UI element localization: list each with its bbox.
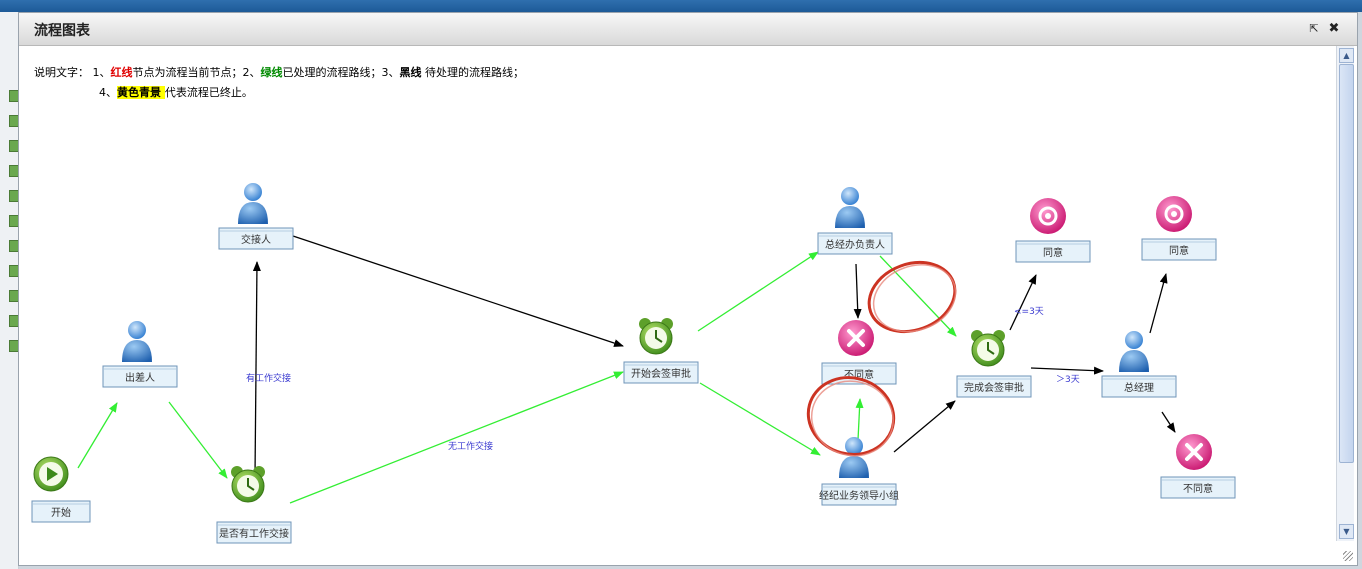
- dialog-titlebar[interactable]: 流程图表 ⇱ ✖: [19, 13, 1357, 46]
- node-box: [216, 521, 292, 544]
- popout-icon[interactable]: ⇱: [1309, 22, 1319, 35]
- approve-icon: [1156, 196, 1192, 232]
- edge-kaishi_huiqian-to-jingji: [699, 382, 821, 456]
- node-label: 不同意: [1183, 482, 1213, 495]
- close-icon[interactable]: ✖: [1328, 21, 1340, 36]
- alarm-clock-icon: [639, 318, 673, 355]
- edge-jiaojieren-to-kaishi_huiqian: [292, 235, 624, 347]
- edge-zongjingli-to-butongyi2: [1161, 411, 1176, 433]
- scroll-down-icon[interactable]: ▼: [1339, 524, 1354, 539]
- node-kaishi_huiqian[interactable]: 开始会签审批: [623, 318, 699, 384]
- current-node-mark: [806, 376, 896, 457]
- legend-item3-text: 待处理的流程路线；: [421, 66, 524, 79]
- node-box: [817, 232, 893, 255]
- alarm-clock-icon: [971, 330, 1005, 367]
- node-jiaojieren[interactable]: 交接人: [218, 183, 294, 250]
- dialog-title: 流程图表: [34, 23, 90, 39]
- legend-green-line: 绿线: [260, 66, 283, 79]
- node-label: 同意: [1043, 246, 1063, 259]
- legend-yellow-bg: 黄色青景: [117, 86, 165, 99]
- scrollbar-thumb[interactable]: [1339, 64, 1354, 463]
- node-box: [821, 483, 897, 506]
- node-label: 经纪业务领导小组: [819, 489, 899, 502]
- edge-wancheng_huiqian-to-zongjingli: [1030, 366, 1104, 375]
- edge-chucharen-to-shifou: [168, 401, 228, 479]
- node-label: 开始: [51, 506, 71, 519]
- edge-jingji-to-wancheng_huiqian: [893, 400, 956, 453]
- legend-black-line: 黑线: [399, 66, 422, 79]
- node-shifou[interactable]: 是否有工作交接: [216, 466, 292, 544]
- node-box: [956, 375, 1032, 398]
- background-app-header: [0, 0, 1362, 12]
- node-chucharen[interactable]: 出差人: [102, 321, 178, 388]
- node-box: [31, 500, 91, 523]
- edge-zongjingli-to-tongyi2: [1149, 273, 1168, 334]
- current-node-mark: [867, 261, 957, 333]
- node-label: 开始会签审批: [631, 367, 691, 380]
- node-label: 交接人: [241, 233, 271, 246]
- node-label: 同意: [1169, 244, 1189, 257]
- node-start[interactable]: 开始: [31, 456, 91, 523]
- edge-kaishi_huiqian-to-zongjingban: [697, 251, 819, 332]
- edge-zongjingban-to-butongyi1: [853, 263, 862, 319]
- resize-grip-icon[interactable]: [1343, 551, 1353, 561]
- node-label: 完成会签审批: [964, 381, 1024, 394]
- node-label: 是否有工作交接: [219, 527, 289, 540]
- node-label: 总经理: [1124, 381, 1154, 394]
- reject-icon: [1176, 434, 1212, 470]
- person-icon: [122, 321, 152, 362]
- node-tongyi1[interactable]: 同意: [1015, 198, 1091, 263]
- legend-item4-text: 代表流程已终止。: [164, 86, 253, 99]
- node-box: [102, 365, 178, 388]
- legend-item2-text: 已处理的流程路线；: [282, 66, 382, 79]
- node-box: [218, 227, 294, 250]
- legend-item1-text: 节点为流程当前节点；: [132, 66, 243, 79]
- legend-item4-num: 4、: [99, 86, 117, 99]
- node-wancheng_huiqian[interactable]: 完成会签审批: [956, 330, 1032, 398]
- legend-item2-num: 2、: [242, 66, 261, 79]
- reject-icon: [838, 320, 874, 356]
- diagram-area: 说明文字： 1、红线节点为流程当前节点；2、绿线已处理的流程路线；3、黑线 待处…: [20, 46, 1336, 565]
- node-box: [1101, 375, 1177, 398]
- alarm-clock-icon: [231, 466, 265, 503]
- person-icon: [835, 187, 865, 228]
- edge-label-wancheng_huiqian-to-zongjingli: ＞3天: [1056, 375, 1080, 385]
- legend-item1-num: 1、: [92, 66, 111, 79]
- flowchart-dialog: 流程图表 ⇱ ✖ 说明文字： 1、红线节点为流程当前节点；2、绿线已处理的流程路…: [18, 12, 1358, 566]
- legend-item3-num: 3、: [381, 66, 400, 79]
- node-butongyi2[interactable]: 不同意: [1160, 434, 1236, 499]
- vertical-scrollbar[interactable]: ▲ ▼: [1336, 46, 1354, 541]
- edge-wancheng_huiqian-to-tongyi1: [1009, 274, 1037, 331]
- edge-label-wancheng_huiqian-to-tongyi1: <=3天: [1014, 307, 1044, 317]
- edge-label-shifou-to-kaishi_huiqian: 无工作交接: [448, 440, 493, 452]
- edge-jingji-to-butongyi1: [855, 398, 864, 441]
- scroll-up-icon[interactable]: ▲: [1339, 48, 1354, 63]
- node-jingji[interactable]: 经纪业务领导小组: [819, 437, 899, 506]
- node-tongyi2[interactable]: 同意: [1141, 196, 1217, 261]
- node-label: 总经办负责人: [825, 238, 885, 251]
- edge-shifou-to-kaishi_huiqian: [289, 371, 624, 504]
- legend: 说明文字： 1、红线节点为流程当前节点；2、绿线已处理的流程路线；3、黑线 待处…: [34, 63, 524, 103]
- node-box: [1141, 238, 1217, 261]
- play-icon: [33, 456, 69, 492]
- edge-shifou-to-jiaojieren: [252, 261, 261, 477]
- node-box: [623, 361, 699, 384]
- edge-label-shifou-to-jiaojieren: 有工作交接: [246, 372, 291, 384]
- background-app-sidebar: [0, 12, 19, 569]
- node-label: 出差人: [125, 371, 155, 384]
- person-icon: [839, 437, 869, 478]
- node-zongjingli[interactable]: 总经理: [1101, 331, 1177, 398]
- node-box: [1160, 476, 1236, 499]
- node-box: [1015, 240, 1091, 263]
- edge-start-to-chucharen: [77, 402, 118, 469]
- node-butongyi1[interactable]: 不同意: [821, 320, 897, 385]
- legend-red-line: 红线: [110, 66, 133, 79]
- legend-prefix: 说明文字：: [34, 66, 89, 79]
- approve-icon: [1030, 198, 1066, 234]
- node-zongjingban[interactable]: 总经办负责人: [817, 187, 893, 255]
- person-icon: [1119, 331, 1149, 372]
- person-icon: [238, 183, 268, 224]
- edge-zongjingban-to-wancheng_huiqian: [879, 255, 957, 337]
